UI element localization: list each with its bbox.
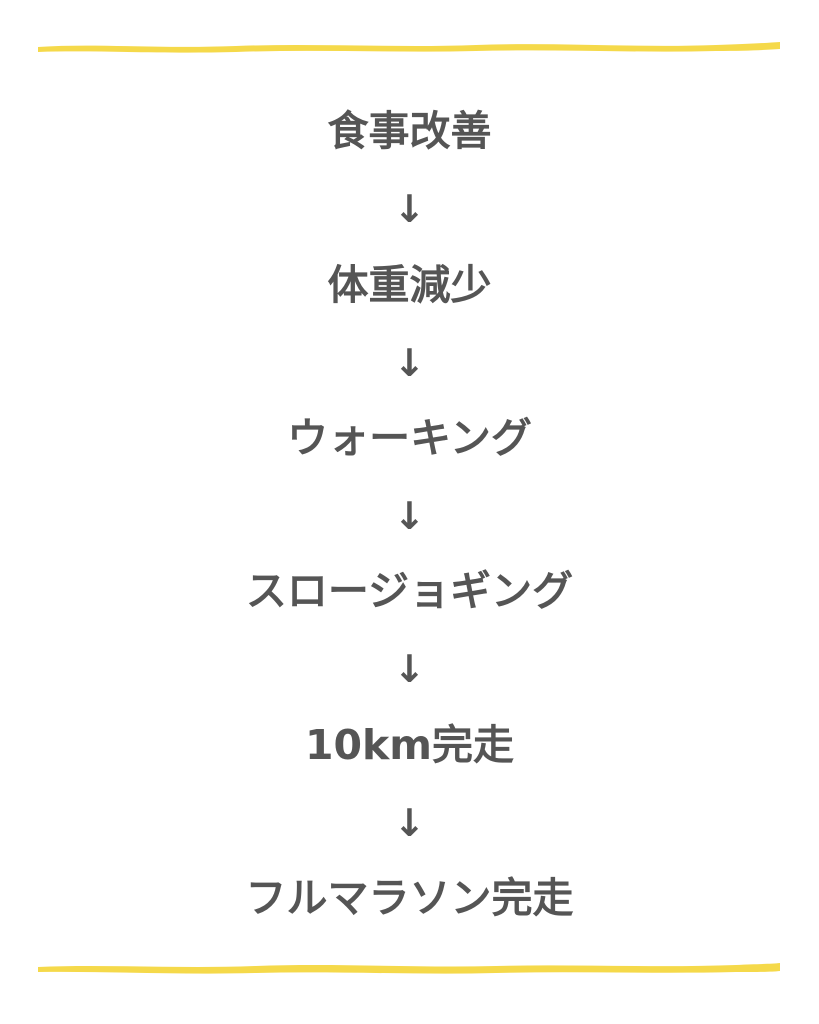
step-full-marathon-finish: フルマラソン完走 xyxy=(245,874,574,922)
step-diet-improvement: 食事改善 xyxy=(327,107,492,155)
bottom-highlight-line xyxy=(36,958,782,976)
down-arrow-icon: ↓ xyxy=(393,647,426,691)
down-arrow-icon: ↓ xyxy=(393,801,426,845)
top-highlight-line xyxy=(36,37,782,55)
step-walking: ウォーキング xyxy=(287,414,532,462)
down-arrow-icon: ↓ xyxy=(393,341,426,385)
step-weight-loss: 体重減少 xyxy=(327,261,492,309)
down-arrow-icon: ↓ xyxy=(393,187,426,231)
step-10km-finish: 10km完走 xyxy=(304,721,515,769)
step-slow-jogging: スロージョギング xyxy=(245,567,574,615)
down-arrow-icon: ↓ xyxy=(393,494,426,538)
